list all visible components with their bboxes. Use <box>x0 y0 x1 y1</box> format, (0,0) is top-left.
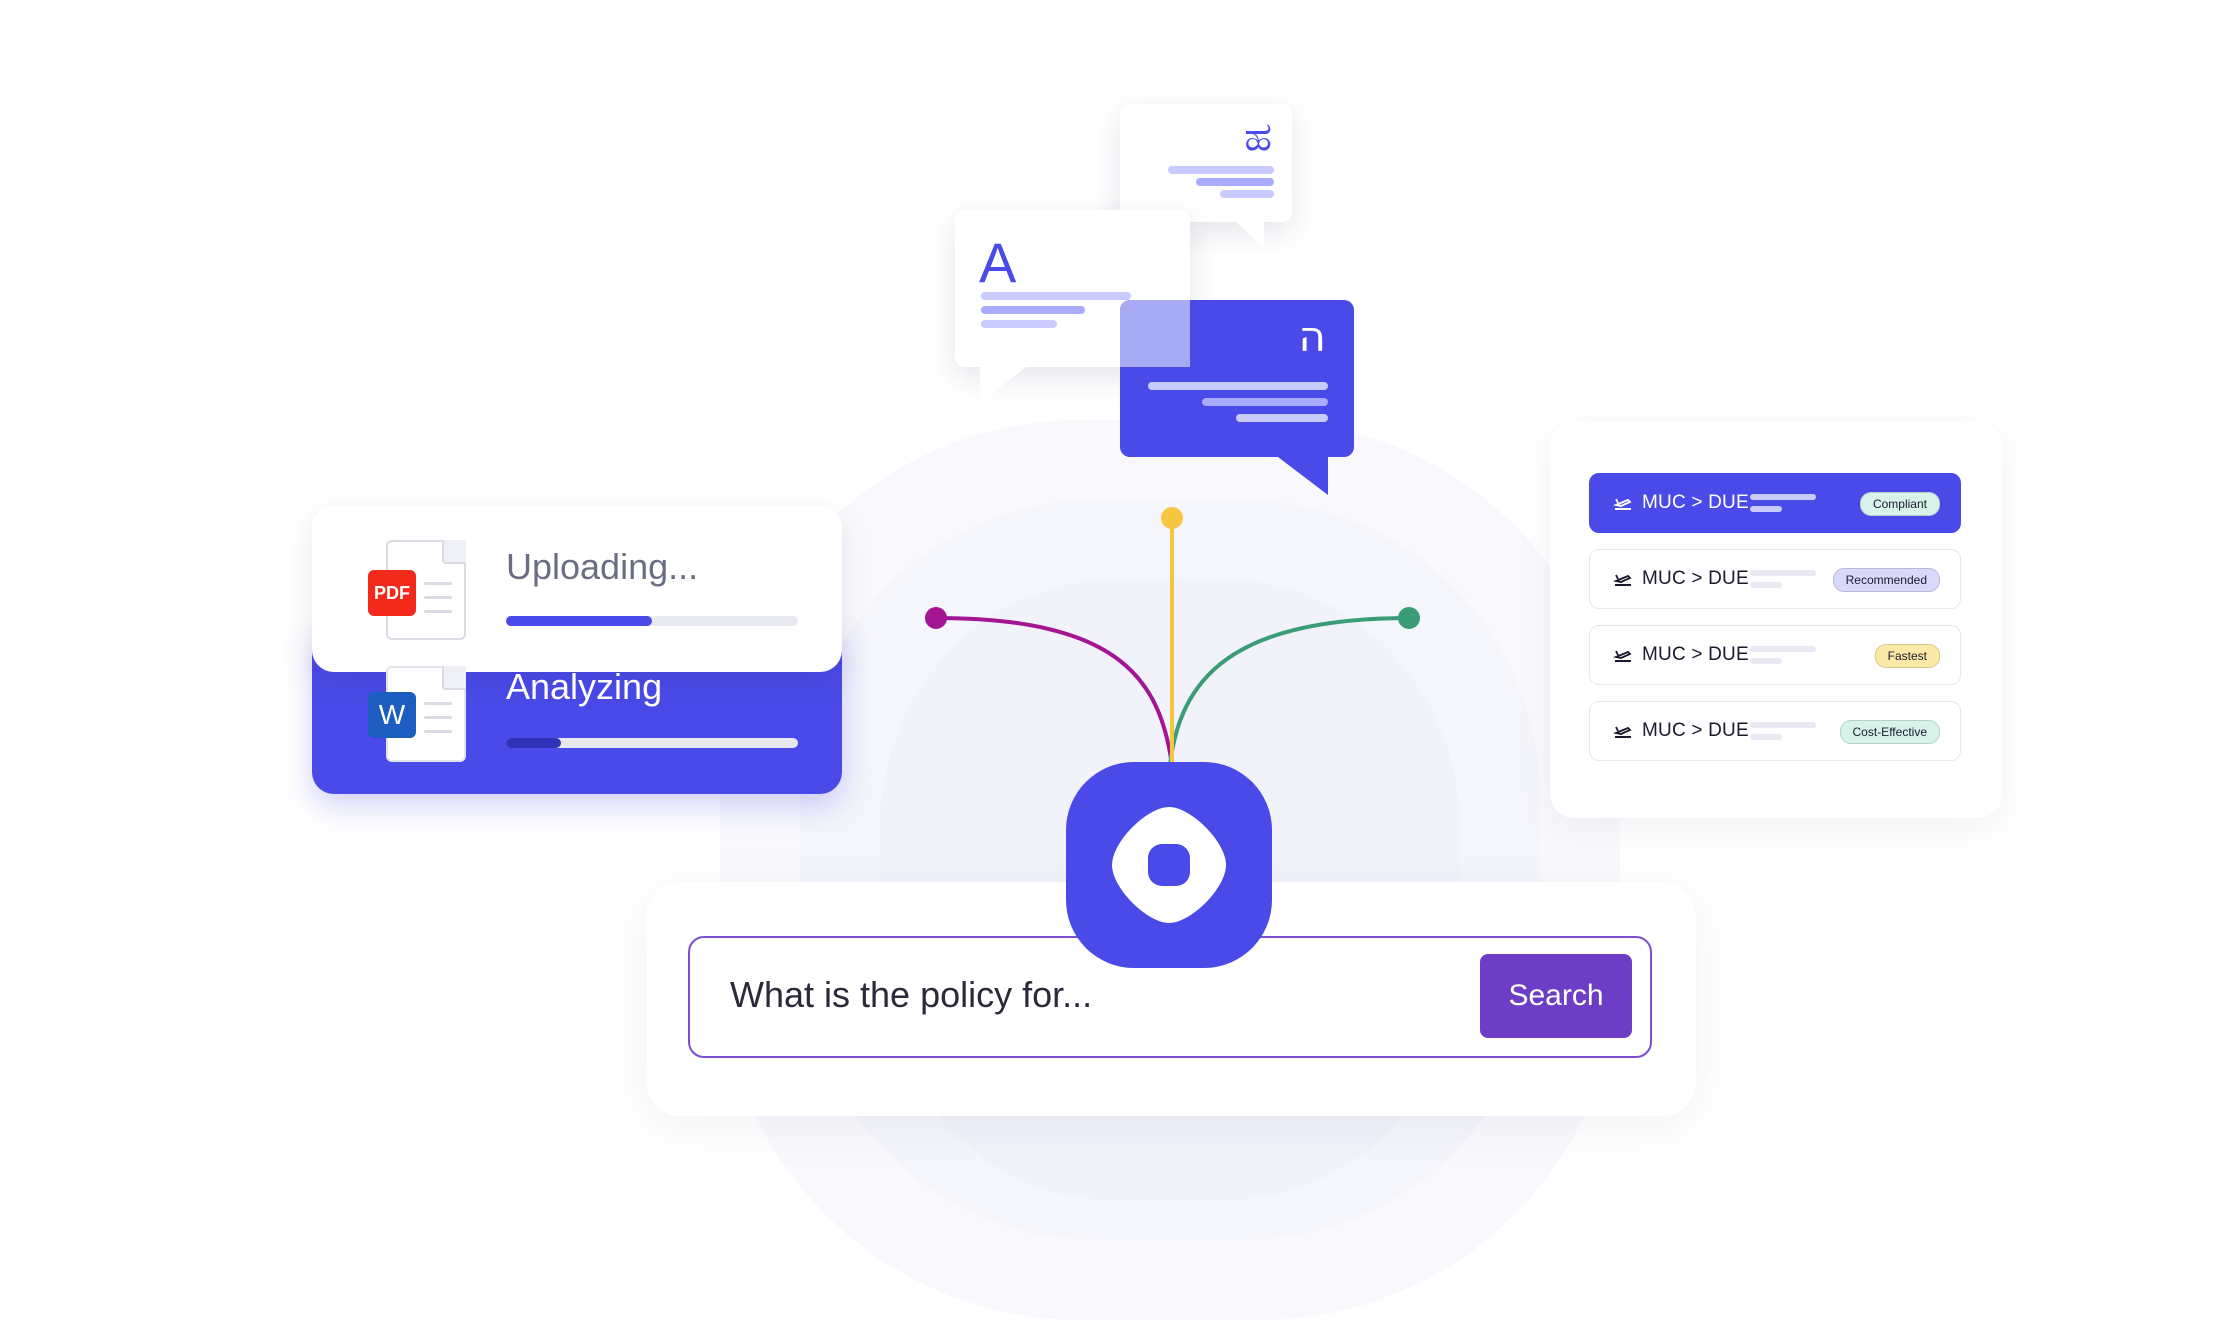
route-label: MUC > DUE <box>1642 720 1749 741</box>
pdf-badge: PDF <box>368 570 416 616</box>
text-line <box>1168 166 1274 174</box>
plane-takeoff-icon <box>1612 498 1632 510</box>
bubble-overlap <box>1120 300 1190 367</box>
plane-takeoff-icon <box>1612 726 1632 738</box>
logo-mark <box>1112 807 1226 923</box>
plane-takeoff-icon <box>1612 574 1632 586</box>
magenta-node <box>925 607 947 629</box>
analyzing-progress-fill <box>506 738 562 748</box>
text-line <box>1202 398 1328 406</box>
script-bubble: ಹ <box>1120 104 1292 222</box>
route-row[interactable]: MUC > DUE Recommended <box>1589 549 1961 609</box>
route-tag: Cost-Effective <box>1839 720 1940 744</box>
latin-glyph: A <box>979 231 1017 294</box>
route-tag: Fastest <box>1874 644 1940 668</box>
hebrew-glyph: ה <box>1298 312 1326 361</box>
text-line <box>1196 178 1274 186</box>
text-line <box>1220 190 1274 198</box>
route-row[interactable]: MUC > DUE Compliant <box>1589 473 1961 533</box>
app-logo-icon <box>1066 762 1272 968</box>
yellow-node <box>1161 507 1183 529</box>
route-row[interactable]: MUC > DUE Fastest <box>1589 625 1961 685</box>
route-tag: Recommended <box>1832 568 1940 592</box>
uploading-label: Uploading... <box>506 546 699 587</box>
word-badge: W <box>368 692 416 738</box>
route-label: MUC > DUE <box>1642 568 1749 589</box>
plane-takeoff-icon <box>1612 650 1632 662</box>
route-tag: Compliant <box>1859 492 1940 516</box>
bubble-tail <box>980 367 1026 403</box>
text-line <box>981 292 1131 300</box>
uploading-progress-fill <box>506 616 652 626</box>
search-input[interactable]: What is the policy for... <box>730 974 1093 1015</box>
route-label: MUC > DUE <box>1642 644 1749 665</box>
script-glyph: ಹ <box>1244 114 1272 160</box>
text-line <box>981 306 1085 314</box>
text-line <box>981 320 1057 328</box>
bubble-tail <box>1236 222 1264 248</box>
analyzing-label: Analyzing <box>506 666 663 707</box>
green-node <box>1398 607 1420 629</box>
analyzing-progress <box>506 738 798 748</box>
bubble-tail <box>1278 457 1328 495</box>
text-line <box>1236 414 1328 422</box>
search-button[interactable]: Search <box>1480 954 1632 1038</box>
uploading-progress <box>506 616 798 626</box>
green-connector <box>1168 616 1410 766</box>
route-row[interactable]: MUC > DUE Cost-Effective <box>1589 701 1961 761</box>
route-label: MUC > DUE <box>1642 492 1749 513</box>
text-line <box>1148 382 1328 390</box>
magenta-connector <box>935 616 1174 766</box>
